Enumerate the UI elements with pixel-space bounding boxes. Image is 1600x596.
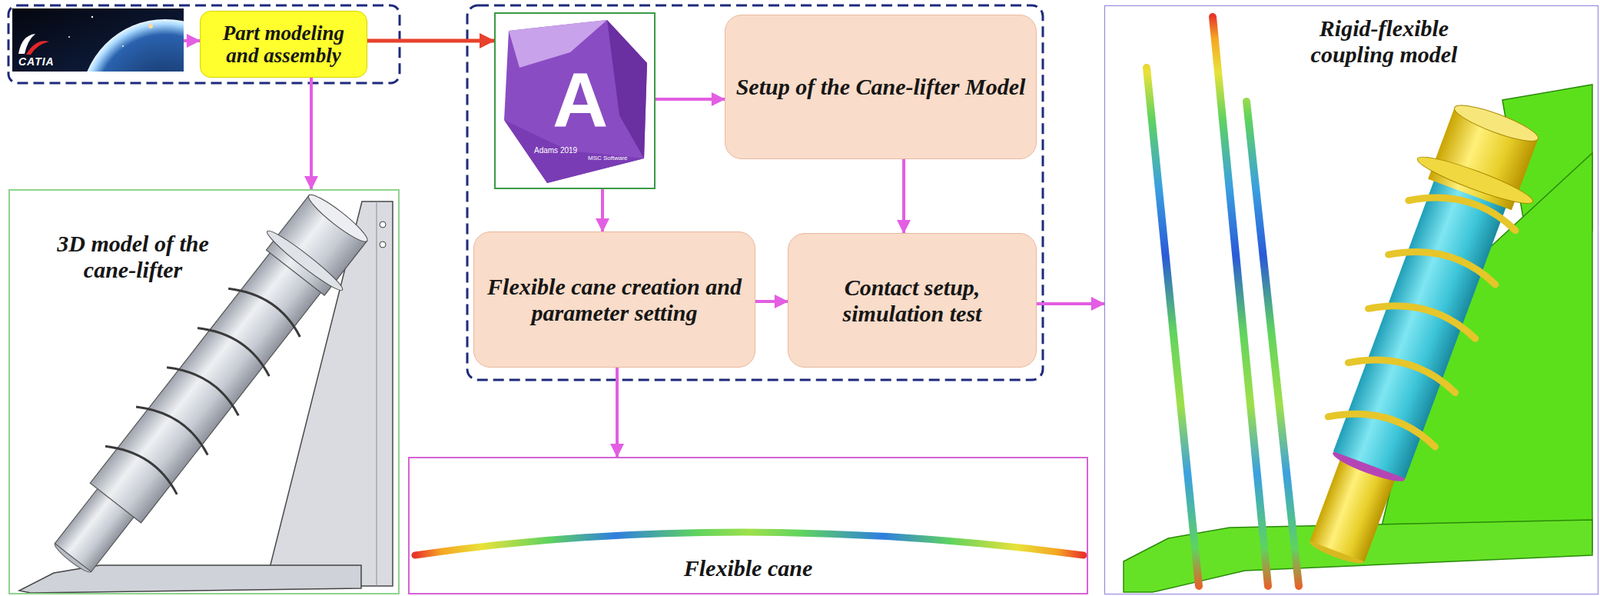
software-logo: CATIA bbox=[12, 8, 184, 72]
logo-facet bbox=[508, 19, 608, 68]
figure-panel: Rigid-flexible coupling model bbox=[1104, 5, 1599, 595]
flow-arrow bbox=[309, 77, 313, 190]
flow-arrow bbox=[755, 299, 788, 303]
star bbox=[91, 16, 93, 18]
box-label: Flexible cane creation and parameter set… bbox=[483, 273, 746, 326]
flow-arrow bbox=[600, 189, 605, 232]
software-logo: AAdams 2019MSC Software bbox=[494, 12, 656, 190]
cylinder-body bbox=[89, 246, 326, 523]
catia-logo bbox=[12, 8, 184, 72]
flow-arrow bbox=[902, 159, 906, 233]
star bbox=[68, 36, 70, 38]
spiral-flight bbox=[166, 355, 244, 421]
cane bbox=[1146, 67, 1199, 586]
spiral-flight bbox=[197, 315, 275, 381]
spiral-flight bbox=[228, 276, 306, 342]
flow-arrow bbox=[655, 97, 725, 101]
cane bbox=[1246, 101, 1299, 586]
panel-label: Rigid-flexible coupling model bbox=[1284, 15, 1484, 67]
cane-lifter-model bbox=[19, 182, 393, 593]
flange bbox=[1414, 149, 1536, 210]
flow-arrow bbox=[615, 367, 619, 457]
box-label: Contact setup, simulation test bbox=[797, 274, 1027, 326]
bolt-hole bbox=[379, 221, 386, 228]
star bbox=[122, 45, 124, 47]
coupling-model bbox=[1123, 16, 1593, 592]
spiral-flight bbox=[1368, 289, 1480, 347]
bolt-hole bbox=[379, 241, 386, 248]
process-box: Flexible cane creation and parameter set… bbox=[473, 231, 756, 368]
figure-panel: Flexible cane bbox=[408, 456, 1089, 595]
group-outline bbox=[8, 5, 400, 83]
spiral-flight bbox=[1347, 344, 1459, 402]
planet bbox=[80, 19, 184, 72]
spiral-flight bbox=[1327, 398, 1439, 455]
flange bbox=[263, 225, 347, 295]
process-box: Contact setup, simulation test bbox=[787, 232, 1037, 368]
figure-panel: 3D model of the cane-lifter bbox=[8, 189, 400, 595]
panel-label: CATIA bbox=[18, 56, 190, 68]
process-box: Part modeling and assembly bbox=[199, 10, 368, 78]
spiral-flight bbox=[105, 434, 183, 499]
logo-facet bbox=[607, 19, 648, 159]
process-box: Setup of the Cane-lifter Model bbox=[724, 14, 1037, 160]
logo-swoosh bbox=[26, 40, 50, 55]
flexible-cane bbox=[414, 531, 1084, 555]
top-cap bbox=[1451, 99, 1542, 148]
top-cap bbox=[304, 189, 372, 246]
base-plate bbox=[19, 564, 362, 593]
cane bbox=[1212, 16, 1269, 586]
star bbox=[148, 23, 153, 29]
flow-arrow bbox=[183, 39, 200, 43]
panel-label: Adams 2019 bbox=[534, 146, 693, 155]
group-outline bbox=[467, 5, 1043, 380]
flow-arrow bbox=[1036, 302, 1105, 306]
auger-cylinder bbox=[1277, 92, 1557, 578]
panel-label: MSC Software bbox=[587, 155, 747, 163]
spiral-flight bbox=[1388, 235, 1500, 293]
box-label: Part modeling and assembly bbox=[209, 22, 358, 67]
panel-label: A bbox=[552, 61, 711, 139]
frame-edge bbox=[376, 201, 378, 586]
panel-label: Flexible cane bbox=[409, 554, 1087, 581]
spiral-flight bbox=[136, 395, 213, 460]
box-label: Setup of the Cane-lifter Model bbox=[736, 73, 1026, 100]
panel-label: 3D model of the cane-lifter bbox=[29, 230, 237, 283]
flow-arrow bbox=[367, 39, 495, 44]
